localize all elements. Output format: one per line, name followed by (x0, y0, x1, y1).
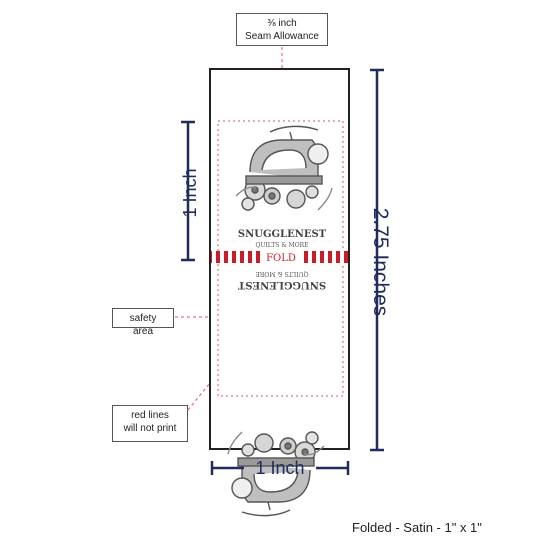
product-caption: Folded - Satin - 1" x 1" (352, 520, 482, 535)
left-dimension-line (181, 120, 195, 262)
height-right-label: 2.75 Inches (369, 207, 392, 317)
sewing-machine-bottom-icon (227, 431, 325, 517)
fold-label-bg (262, 251, 300, 263)
brand-text-top: SNUGGLENEST (238, 229, 327, 240)
sewing-machine-top-icon (235, 125, 333, 211)
fold-label: FOLD (266, 253, 296, 264)
brand-text-bottom: SNUGGLENEST (237, 279, 326, 290)
safety-area-callout: safety area (112, 308, 174, 337)
redlines-leader-line (187, 382, 211, 411)
tagline-text-top: QUILTS & MORE (255, 242, 308, 249)
seam-allowance-callout: ⅜ inch Seam Allowance (236, 13, 328, 46)
tagline-text-bottom: QUILTS & MORE (255, 270, 308, 277)
right-dimension-line (370, 68, 384, 452)
width-bottom-label: 1 Inch (255, 458, 305, 478)
height-left-label: 1 Inch (180, 168, 200, 218)
bottom-dimension-line (210, 461, 350, 475)
red-lines-callout: red lines will not print (112, 405, 188, 442)
